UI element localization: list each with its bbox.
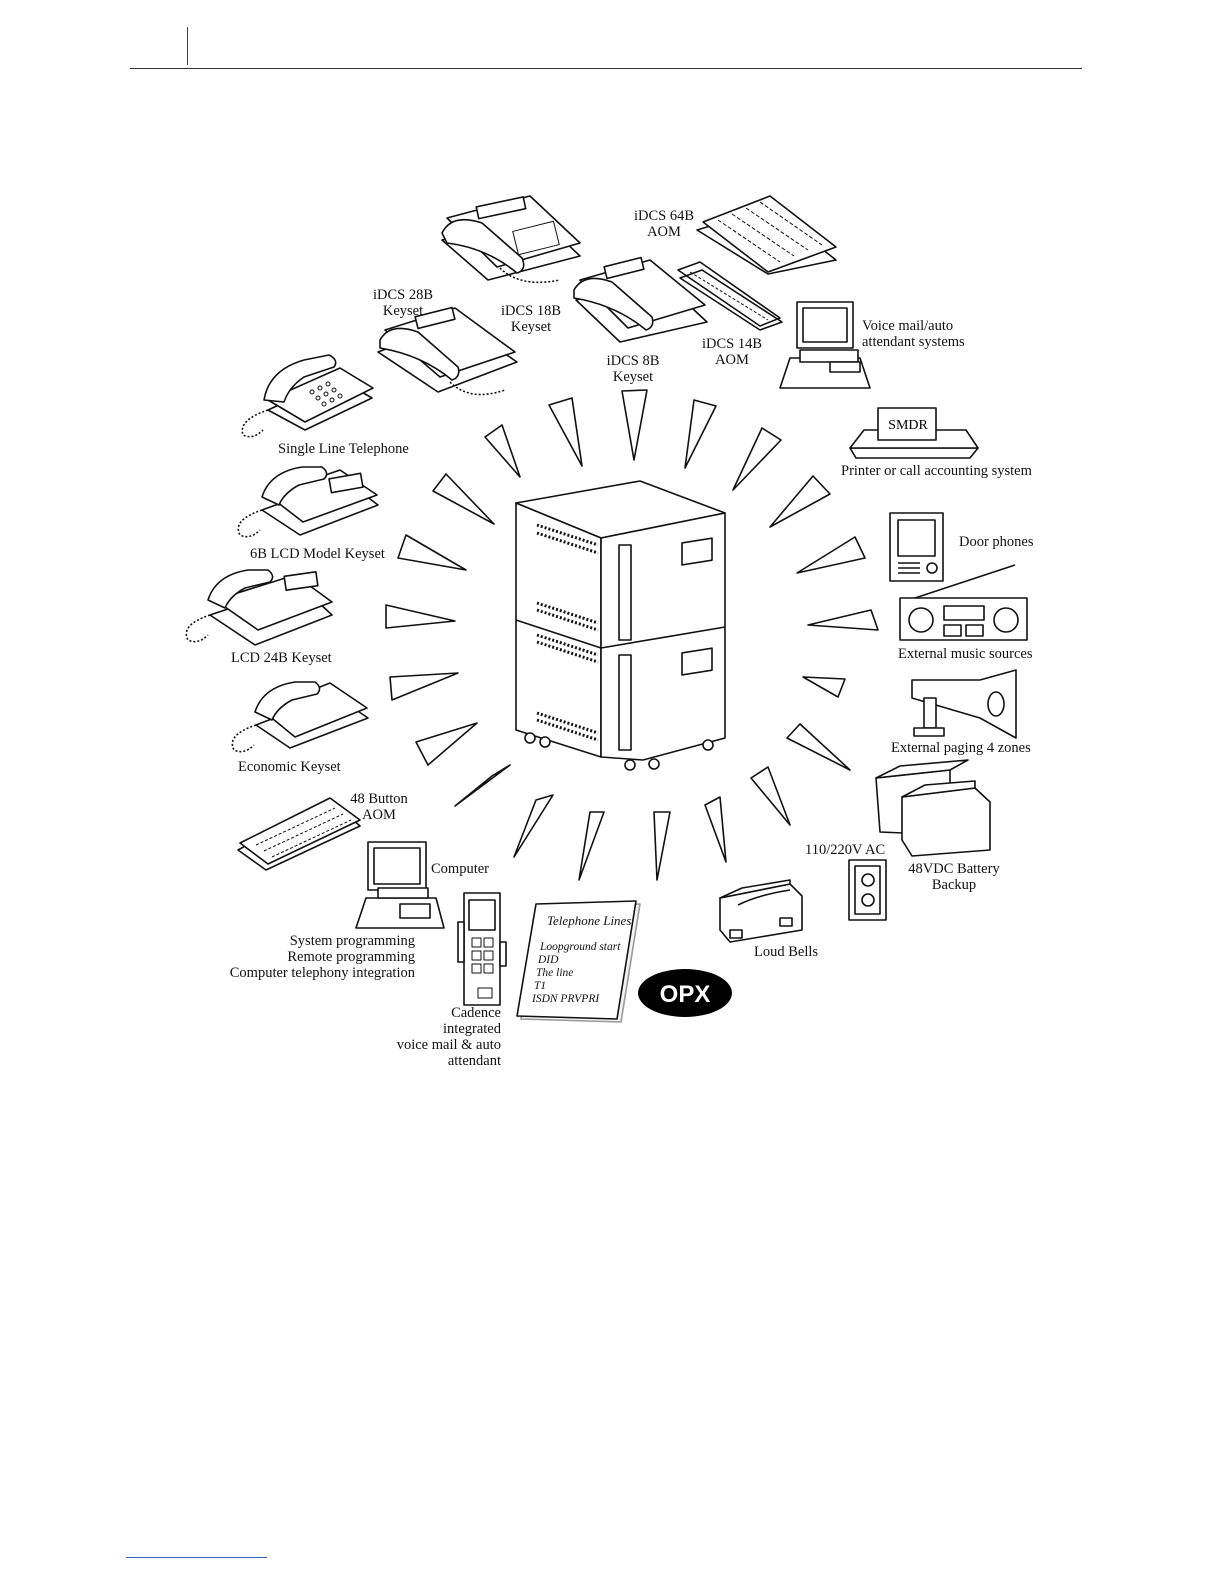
door-phones-label: Door phones [959,534,1034,550]
battery-illustration [876,760,990,856]
lcd-24b-keyset-illustration [186,570,332,645]
cadence-illustration [458,893,506,1005]
idcs-18b-keyset-illustration [442,196,580,282]
paging-label: External paging 4 zones [891,740,1031,756]
single-line-telephone-illustration [242,355,373,437]
lcd-6b-keyset-illustration [238,467,378,537]
opx-label: OPX [660,981,711,1008]
idcs-64b-aom-illustration [697,196,836,274]
door-phone-illustration [890,513,943,581]
ac-outlet-illustration [849,860,886,920]
economic-keyset-label: Economic Keyset [238,759,341,775]
loud-bells-label: Loud Bells [754,944,818,960]
computer-uses-label: System programming Remote programming Co… [200,933,415,981]
music-sources-label: External music sources [898,646,1033,662]
smdr-label: SMDR [888,418,928,433]
loud-bells-illustration [720,880,802,942]
printer-illustration [850,408,978,458]
opx-badge: OPX [638,969,732,1017]
ac-power-label: 110/220V AC [805,842,885,858]
telephone-lines-list: Loopground start DID The line T1 ISDN PR… [532,941,620,1006]
paging-horn-illustration [912,670,1016,738]
line-type-item: Loopground start [540,941,620,954]
telephone-lines-title: Telephone Lines [547,913,631,929]
lcd-24b-keyset-label: LCD 24B Keyset [231,650,332,666]
central-cabinet [516,481,725,770]
printer-label: Printer or call accounting system [841,463,1032,479]
line-type-item: DID [538,954,620,967]
line-type-item: ISDN PRVPRI [532,993,620,1006]
single-line-telephone-label: Single Line Telephone [278,441,409,457]
voice-mail-computer-illustration [780,302,870,388]
economic-keyset-illustration [232,682,368,752]
computer-label: Computer [431,861,489,877]
lcd-6b-keyset-label: 6B LCD Model Keyset [250,546,385,562]
computer-illustration [356,842,444,928]
cadence-label: Cadence integrated voice mail & auto att… [380,1005,501,1069]
line-type-item: T1 [534,980,620,993]
line-type-item: The line [536,967,620,980]
idcs-28b-keyset-illustration [378,308,517,395]
